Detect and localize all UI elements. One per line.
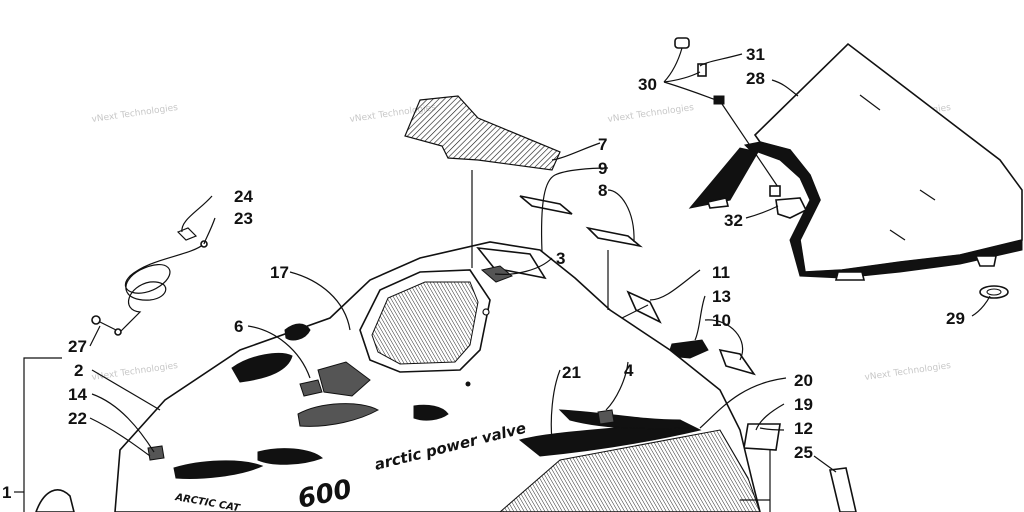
watermark: vNext Technologies: [91, 103, 179, 125]
watermark: vNext Technologies: [91, 361, 179, 383]
callout-31: 31: [746, 45, 765, 64]
callout-30: 30: [638, 75, 657, 94]
part-8-strip: [585, 226, 643, 248]
callout-14: 14: [68, 385, 87, 404]
windshield: [688, 42, 1023, 281]
callout-3: 3: [556, 249, 565, 268]
callout-11: 11: [712, 263, 730, 282]
callout-17: 17: [270, 263, 289, 282]
part-25-bracket: [829, 467, 857, 512]
hardware: [674, 37, 1009, 299]
callout-10: 10: [712, 311, 731, 330]
callout-13: 13: [712, 287, 731, 306]
callout-2: 2: [74, 361, 83, 380]
callouts: 1 2 14 22 27 24 23 17 6 3 7 9 8 11 13 10…: [2, 45, 965, 502]
callout-23: 23: [234, 209, 253, 228]
part-9-strip: [519, 195, 573, 215]
hood: arctic power valve 600 ARCTIC CAT: [114, 241, 761, 512]
callout-9: 9: [598, 159, 607, 178]
callout-1: 1: [2, 483, 11, 502]
callout-6: 6: [234, 317, 243, 336]
part-7-decal: [404, 95, 561, 171]
callout-21: 21: [562, 363, 581, 382]
callout-8: 8: [598, 181, 607, 200]
callout-4: 4: [624, 361, 634, 380]
watermark: vNext Technologies: [607, 103, 695, 125]
part-12-decal: [743, 423, 781, 451]
part-10-decal: [718, 348, 756, 376]
callout-32: 32: [724, 211, 743, 230]
callout-28: 28: [746, 69, 765, 88]
callout-27: 27: [68, 337, 87, 356]
callout-25: 25: [794, 443, 813, 462]
callout-20: 20: [794, 371, 813, 390]
callout-29: 29: [946, 309, 965, 328]
callout-12: 12: [794, 419, 813, 438]
leader-lines: [14, 47, 991, 512]
callout-19: 19: [794, 395, 813, 414]
tether-cord: [91, 227, 208, 336]
bumper-corner: [35, 489, 75, 512]
watermark: vNext Technologies: [864, 361, 952, 383]
callout-7: 7: [598, 135, 607, 154]
callout-24: 24: [234, 187, 253, 206]
callout-22: 22: [68, 409, 87, 428]
